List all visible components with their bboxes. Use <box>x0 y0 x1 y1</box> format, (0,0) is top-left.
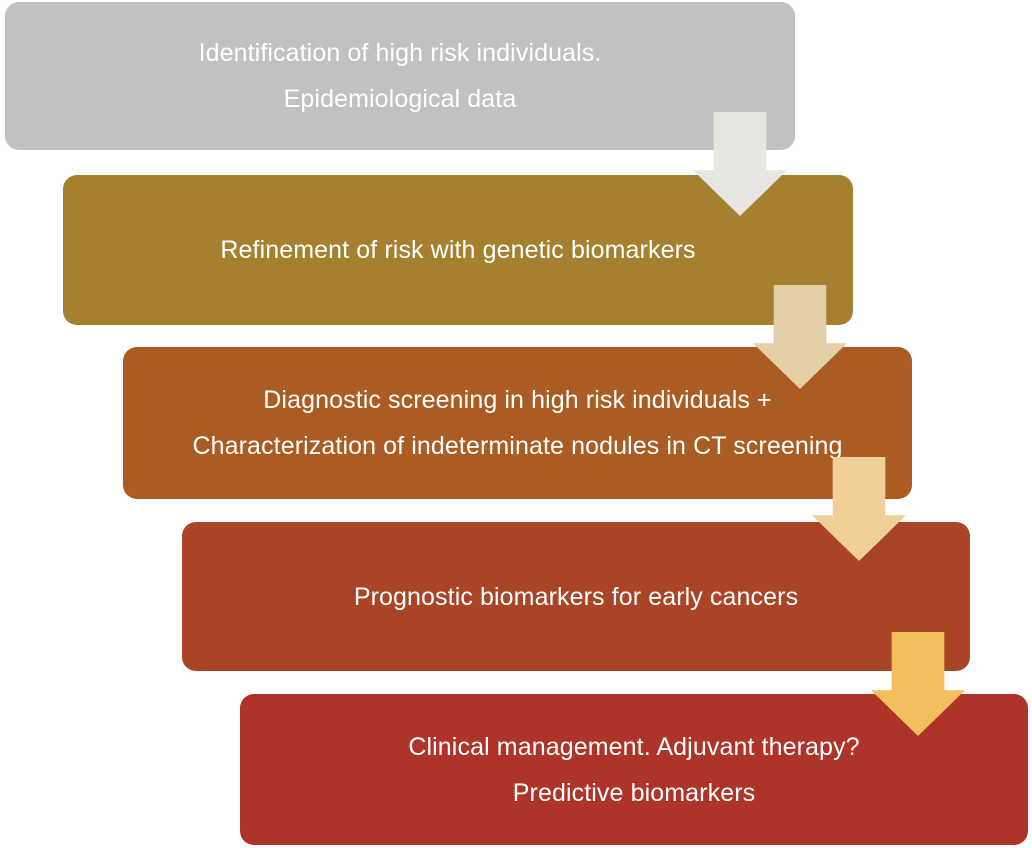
stage-box-identification-high-risk[interactable]: Identification of high risk individuals.… <box>5 2 795 150</box>
stage-label-line: Identification of high risk individuals. <box>198 39 602 67</box>
stage-label-line: Refinement of risk with genetic biomarke… <box>220 236 696 264</box>
stage-box-refinement-genetic-biomarkers[interactable]: Refinement of risk with genetic biomarke… <box>63 175 853 325</box>
stage-label-line: Prognostic biomarkers for early cancers <box>353 582 799 611</box>
stage-label-line: Characterization of indeterminate nodule… <box>192 432 843 460</box>
stage-box-prognostic-biomarkers[interactable]: Prognostic biomarkers for early cancers <box>182 522 970 671</box>
stage-label-line: Clinical management. Adjuvant therapy? <box>408 732 860 761</box>
stage-box-diagnostic-screening[interactable]: Diagnostic screening in high risk indivi… <box>123 347 912 499</box>
stage-label-line: Predictive biomarkers <box>512 778 756 807</box>
stage-label-line: Epidemiological data <box>283 85 517 113</box>
stage-box-clinical-management[interactable]: Clinical management. Adjuvant therapy? Pr… <box>240 694 1028 845</box>
stage-label-line: Diagnostic screening in high risk indivi… <box>263 386 772 414</box>
